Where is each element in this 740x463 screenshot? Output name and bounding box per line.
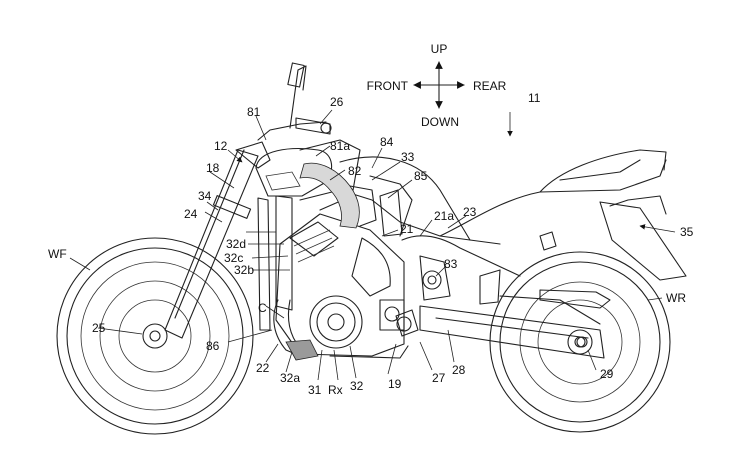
direction-front-label: FRONT	[367, 79, 409, 93]
label-26: 26	[330, 95, 344, 109]
swingarm	[395, 295, 605, 359]
direction-down-label: DOWN	[421, 115, 459, 129]
label-wr: WR	[666, 291, 686, 305]
direction-up-label: UP	[431, 42, 448, 56]
rear-body-exhaust	[479, 195, 687, 305]
leader-lines	[69, 109, 676, 381]
label-rx: Rx	[328, 383, 343, 397]
label-wf: WF	[48, 247, 67, 261]
label-85: 85	[414, 169, 428, 183]
label-33: 33	[401, 150, 415, 164]
label-21a: 21a	[434, 209, 454, 223]
label-34: 34	[198, 189, 212, 203]
label-23: 23	[463, 205, 477, 219]
label-25: 25	[92, 321, 106, 335]
air-intake	[299, 162, 403, 237]
label-84: 84	[380, 135, 394, 149]
label-32a: 32a	[280, 371, 300, 385]
label-28: 28	[452, 363, 466, 377]
radiator-and-headers	[273, 195, 409, 361]
label-11: 11	[528, 91, 541, 105]
direction-indicator: UP DOWN FRONT REAR	[367, 42, 507, 129]
label-32b: 32b	[234, 263, 254, 277]
label-81: 81	[247, 105, 261, 119]
label-31: 31	[308, 383, 322, 397]
label-24: 24	[184, 207, 198, 221]
label-86: 86	[206, 339, 220, 353]
rear-wheel	[489, 251, 671, 433]
label-27: 27	[432, 371, 446, 385]
front-wheel	[56, 237, 254, 435]
label-29: 29	[600, 367, 614, 381]
label-35: 35	[680, 225, 694, 239]
reference-labels: 11 12 18 34 24 WF 25 81 26 81a 84 33 82 …	[48, 91, 694, 397]
label-32c: 32c	[224, 251, 243, 265]
engine	[275, 213, 405, 357]
label-12: 12	[214, 139, 228, 153]
label-32d: 32d	[226, 237, 246, 251]
label-21: 21	[400, 222, 414, 236]
label-22: 22	[256, 361, 270, 375]
label-c: C	[258, 301, 267, 315]
rear-chain-area	[539, 289, 611, 309]
label-18: 18	[206, 161, 220, 175]
label-32: 32	[350, 379, 364, 393]
label-81a: 81a	[330, 139, 350, 153]
label-82: 82	[348, 164, 362, 178]
label-83: 83	[444, 257, 458, 271]
direction-rear-label: REAR	[473, 79, 507, 93]
frame-and-tank	[299, 149, 667, 301]
label-19: 19	[388, 377, 402, 391]
